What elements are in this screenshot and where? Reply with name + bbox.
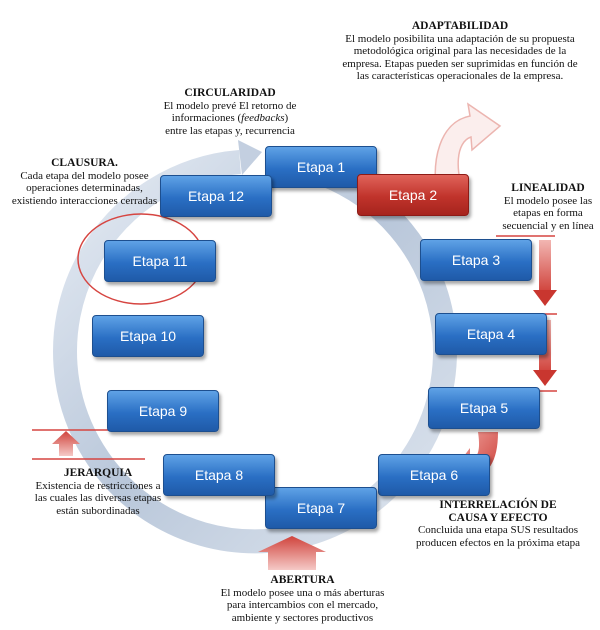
stage-node: Etapa 8: [163, 454, 275, 496]
note-line: metodológica original para las necesidad…: [353, 45, 567, 57]
stage-node: Etapa 6: [378, 454, 490, 496]
note-line: operaciones determinadas,: [26, 182, 143, 194]
note-line: El modelo posee las: [503, 194, 593, 207]
note-line-part: ): [284, 112, 289, 124]
note-line: las cuales las diversas etapas: [34, 492, 162, 504]
note-line: El modelo prevé El retorno de: [163, 99, 297, 112]
linealidad-arrow2-head: [533, 370, 557, 386]
stage-node: Etapa 1: [265, 146, 377, 188]
abertura-arrow: [258, 536, 326, 570]
stage-node: Etapa 12: [160, 175, 272, 217]
note-title: JERARQUIA: [63, 467, 133, 479]
stage-node: Etapa 4: [435, 313, 547, 355]
note-line: Existencia de restricciones a: [35, 479, 161, 492]
linealidad-arrow1-shaft: [539, 240, 551, 292]
note-line: El modelo posibilita una adaptación de s…: [345, 32, 575, 45]
note-title-text: CLAUSURA: [51, 157, 116, 169]
stage-node: Etapa 3: [420, 239, 532, 281]
note-clausura: CLAUSURA. Cada etapa del modelo posee op…: [2, 157, 167, 207]
note-line-part: informaciones (: [171, 112, 242, 124]
note-title: CLAUSURA.: [51, 157, 118, 169]
note-line: ambiente y sectores productivos: [231, 611, 374, 624]
stage-node-highlighted: Etapa 2: [357, 174, 469, 216]
note-title: CIRCULARIDAD: [184, 87, 276, 99]
note-abertura: ABERTURA El modelo posee una o más abert…: [200, 574, 405, 624]
note-line: secuencial y en línea: [502, 219, 594, 232]
note-linealidad: LINEALIDAD El modelo posee las etapas en…: [496, 182, 600, 232]
linealidad-arrow1-head: [533, 290, 557, 306]
note-line: están subordinadas: [56, 504, 140, 517]
note-line: etapas en forma: [513, 207, 583, 219]
stage-node: Etapa 7: [265, 487, 377, 529]
note-title: ABERTURA: [270, 574, 335, 586]
note-line: informaciones (feedbacks): [145, 112, 315, 125]
note-adaptabilidad: ADAPTABILIDAD El modelo posibilita una a…: [335, 20, 585, 83]
note-line: Concluida una etapa SUS resultados: [417, 524, 579, 536]
note-line: El modelo posee una o más aberturas: [220, 586, 385, 599]
note-line: para intercambios con el mercado,: [226, 599, 379, 611]
note-title: LINEALIDAD: [511, 182, 585, 194]
note-line: existiendo interacciones cerradas: [11, 194, 158, 207]
note-line: entre las etapas y, recurrencia: [165, 124, 295, 137]
note-jerarquia: JERARQUIA Existencia de restricciones a …: [18, 467, 178, 517]
stage-node: Etapa 9: [107, 390, 219, 432]
cycle-ring-arrowhead: [238, 140, 262, 175]
note-line: empresa. Etapas pueden ser suprimidas en…: [342, 57, 578, 70]
note-title: CAUSA Y EFECTO: [448, 511, 548, 524]
note-line: las características operacionales de la …: [356, 70, 564, 82]
note-line: Cada etapa del modelo posee: [20, 169, 149, 182]
note-title: INTERRELACIÓN DE: [439, 499, 557, 511]
stage-node: Etapa 5: [428, 387, 540, 429]
jerarquia-arrow: [52, 431, 80, 456]
note-title: ADAPTABILIDAD: [411, 20, 509, 32]
note-circularidad: CIRCULARIDAD El modelo prevé El retorno …: [145, 87, 315, 137]
note-line-emphasis: feedbacks: [241, 112, 285, 124]
stage-node-circled: Etapa 11: [104, 240, 216, 282]
note-interrelacion: INTERRELACIÓN DE CAUSA Y EFECTO Concluid…: [398, 499, 598, 549]
note-line: producen efectos en la próxima etapa: [415, 536, 580, 549]
stage-node: Etapa 10: [92, 315, 204, 357]
